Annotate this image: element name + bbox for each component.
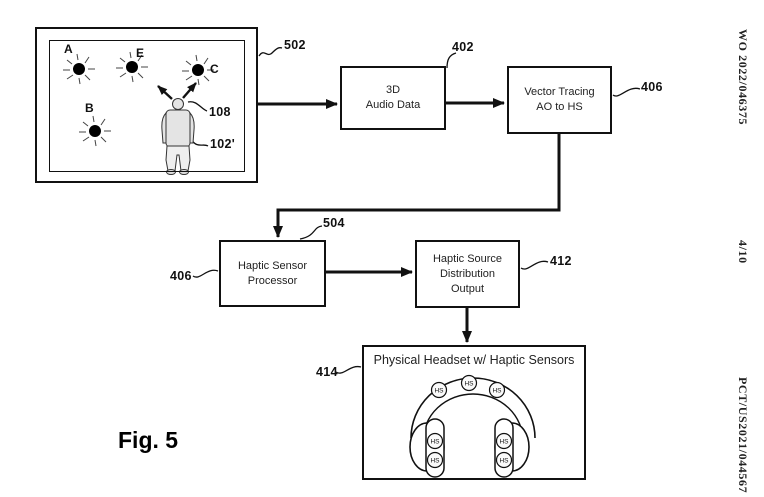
haptic-distribution-line2: Distribution bbox=[439, 267, 496, 280]
leader-414 bbox=[335, 365, 362, 374]
leader-lines bbox=[187, 47, 641, 374]
ref-412: 412 bbox=[550, 254, 572, 268]
leader-406-left bbox=[192, 269, 219, 278]
ref-406-left: 406 bbox=[170, 269, 192, 283]
vector-arrow-left bbox=[157, 85, 173, 100]
physical-headset-box: Physical Headset w/ Haptic Sensors bbox=[362, 345, 586, 480]
leader-108 bbox=[187, 101, 208, 112]
publication-number: WO 2022/046375 bbox=[736, 29, 750, 126]
leader-412 bbox=[520, 260, 549, 270]
audio-object-label-a: A bbox=[64, 42, 73, 56]
vector-tracing-line2: AO to HS bbox=[536, 101, 583, 113]
haptic-processor-line2: Processor bbox=[247, 274, 298, 287]
virtual-scene-outer-box bbox=[35, 27, 258, 183]
audio-object-label-b: B bbox=[85, 101, 94, 115]
hs-label: HS bbox=[499, 439, 509, 446]
ref-108: 108 bbox=[209, 105, 231, 119]
hs-label: HS bbox=[430, 439, 440, 446]
hs-band-left bbox=[430, 381, 448, 399]
leader-502 bbox=[258, 47, 283, 57]
ref-414: 414 bbox=[316, 365, 338, 379]
ref-504: 504 bbox=[323, 216, 345, 230]
figure-caption: Fig. 5 bbox=[118, 427, 179, 453]
vector-arrow-right bbox=[182, 82, 197, 99]
flow-connectors bbox=[258, 98, 561, 343]
audio-object-label-c: C bbox=[210, 62, 219, 76]
hs-left-bottom bbox=[426, 451, 444, 469]
arrow-vector-to-processor bbox=[273, 134, 561, 238]
ref-406-right: 406 bbox=[641, 80, 663, 94]
virtual-scene-inner-box bbox=[49, 40, 245, 172]
haptic-distribution-line3: Output bbox=[450, 282, 485, 295]
sheet-number: 4/10 bbox=[736, 240, 750, 264]
audio-data-box: 3D Audio Data bbox=[340, 66, 446, 130]
hs-label: HS bbox=[430, 458, 440, 465]
leader-406-right bbox=[612, 87, 641, 97]
leader-504 bbox=[299, 225, 323, 240]
hs-left-top bbox=[426, 432, 444, 450]
ref-502: 502 bbox=[284, 38, 306, 52]
application-number: PCT/US2021/044567 bbox=[736, 377, 750, 494]
hs-label: HS bbox=[464, 381, 474, 388]
hs-band-right bbox=[488, 381, 506, 399]
hs-label: HS bbox=[492, 388, 502, 395]
person-right-foot bbox=[179, 169, 189, 175]
ref-102: 102' bbox=[210, 137, 236, 151]
person-legs bbox=[165, 145, 191, 172]
hs-label: HS bbox=[434, 388, 444, 395]
audio-data-line1: 3D bbox=[385, 84, 401, 96]
hs-band-center bbox=[460, 374, 478, 392]
hs-label: HS bbox=[499, 458, 509, 465]
headset-illustration: HS HS HS HS HS HS HS bbox=[409, 374, 536, 478]
audio-object-label-e: E bbox=[136, 46, 145, 60]
hs-right-bottom bbox=[495, 451, 513, 469]
haptic-sensor-processor-box: Haptic Sensor Processor bbox=[219, 240, 326, 307]
haptic-sensors bbox=[426, 374, 513, 469]
ref-402: 402 bbox=[452, 40, 474, 54]
headband-inner-arc bbox=[422, 393, 524, 442]
physical-headset-title: Physical Headset w/ Haptic Sensors bbox=[373, 353, 575, 367]
vector-tracing-line1: Vector Tracing bbox=[524, 86, 595, 98]
person-left-foot bbox=[166, 169, 176, 175]
audio-data-line2: Audio Data bbox=[365, 99, 421, 111]
listener-figure bbox=[161, 98, 195, 175]
haptic-distribution-line1: Haptic Source bbox=[432, 252, 503, 265]
hs-right-top bbox=[495, 432, 513, 450]
tracing-vectors bbox=[157, 82, 197, 100]
vector-tracing-box: Vector Tracing AO to HS bbox=[507, 66, 612, 134]
hs-labels: HS HS HS HS HS HS HS bbox=[430, 381, 509, 465]
leader-402 bbox=[446, 52, 457, 69]
haptic-processor-line1: Haptic Sensor bbox=[237, 259, 308, 272]
haptic-distribution-box: Haptic Source Distribution Output bbox=[415, 240, 520, 308]
